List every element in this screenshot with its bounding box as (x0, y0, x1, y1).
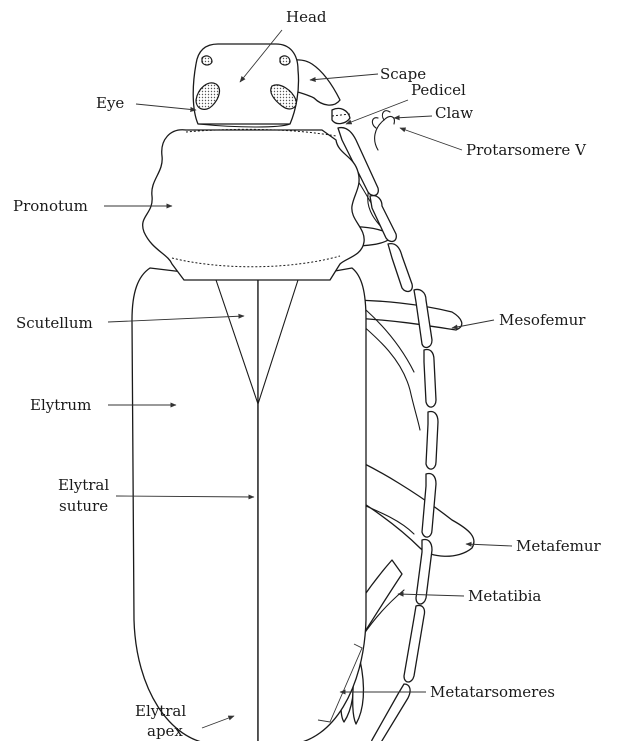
pronotum-group (143, 129, 365, 280)
label-elytral-apex-1: Elytral (135, 702, 186, 720)
elytra (132, 268, 366, 741)
label-scutellum: Scutellum (16, 314, 93, 332)
label-metatibia: Metatibia (468, 587, 541, 605)
label-mesofemur: Mesofemur (499, 311, 586, 329)
label-protarsomere: Protarsomere V (466, 141, 587, 159)
label-pronotum: Pronotum (13, 197, 88, 215)
protarsomere-leader (400, 128, 462, 150)
claw-leader (394, 116, 432, 118)
label-elytral-suture-2: suture (59, 497, 108, 515)
label-metatarsomeres: Metatarsomeres (430, 683, 555, 701)
elytron-right (258, 268, 366, 741)
label-eye: Eye (96, 94, 124, 112)
pronotum-shape (143, 130, 365, 280)
label-head: Head (286, 8, 327, 26)
label-elytral-apex-2: apex (147, 722, 183, 740)
pedicel-leader (346, 100, 408, 124)
label-metafemur: Metafemur (516, 537, 602, 555)
elytron-left (132, 268, 258, 741)
eye-leader (136, 104, 196, 110)
label-claw: Claw (435, 104, 473, 122)
label-pedicel: Pedicel (411, 81, 466, 99)
head-group (193, 44, 298, 127)
label-elytral-suture-1: Elytral (58, 476, 109, 494)
label-elytrum: Elytrum (30, 396, 91, 414)
pedicel-segment (332, 108, 350, 123)
metatibia-leader (398, 594, 464, 596)
